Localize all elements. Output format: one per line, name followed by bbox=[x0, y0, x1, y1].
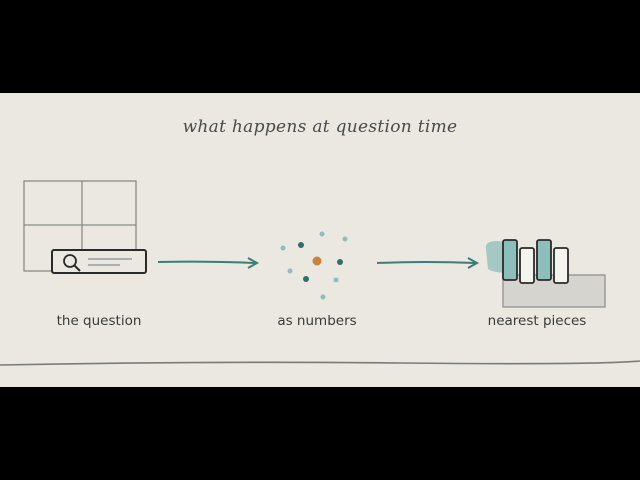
dot bbox=[280, 245, 286, 251]
dot bbox=[298, 242, 304, 248]
magnifier-icon bbox=[63, 254, 81, 272]
ground-line bbox=[0, 360, 640, 366]
arrow-question-to-numbers bbox=[157, 257, 260, 269]
dot bbox=[320, 294, 326, 300]
diagram-title: what happens at question time bbox=[182, 117, 458, 137]
document-stack-icon bbox=[485, 239, 606, 308]
dot bbox=[319, 231, 325, 237]
search-bar-icon bbox=[51, 249, 147, 274]
diagram-canvas bbox=[0, 180, 640, 366]
arrow-numbers-to-pieces bbox=[376, 257, 480, 269]
dot-cluster-icon bbox=[280, 231, 348, 300]
dot bbox=[287, 268, 293, 274]
step-label-pieces: nearest pieces bbox=[487, 313, 587, 329]
dot bbox=[337, 259, 343, 265]
step-label-question: the question bbox=[56, 313, 142, 329]
dot bbox=[303, 276, 309, 282]
diagram-frame: what happens at question time bbox=[0, 93, 640, 387]
center-dot bbox=[312, 256, 322, 266]
step-label-numbers: as numbers bbox=[277, 313, 357, 329]
dot bbox=[333, 277, 339, 283]
dot bbox=[342, 236, 348, 242]
